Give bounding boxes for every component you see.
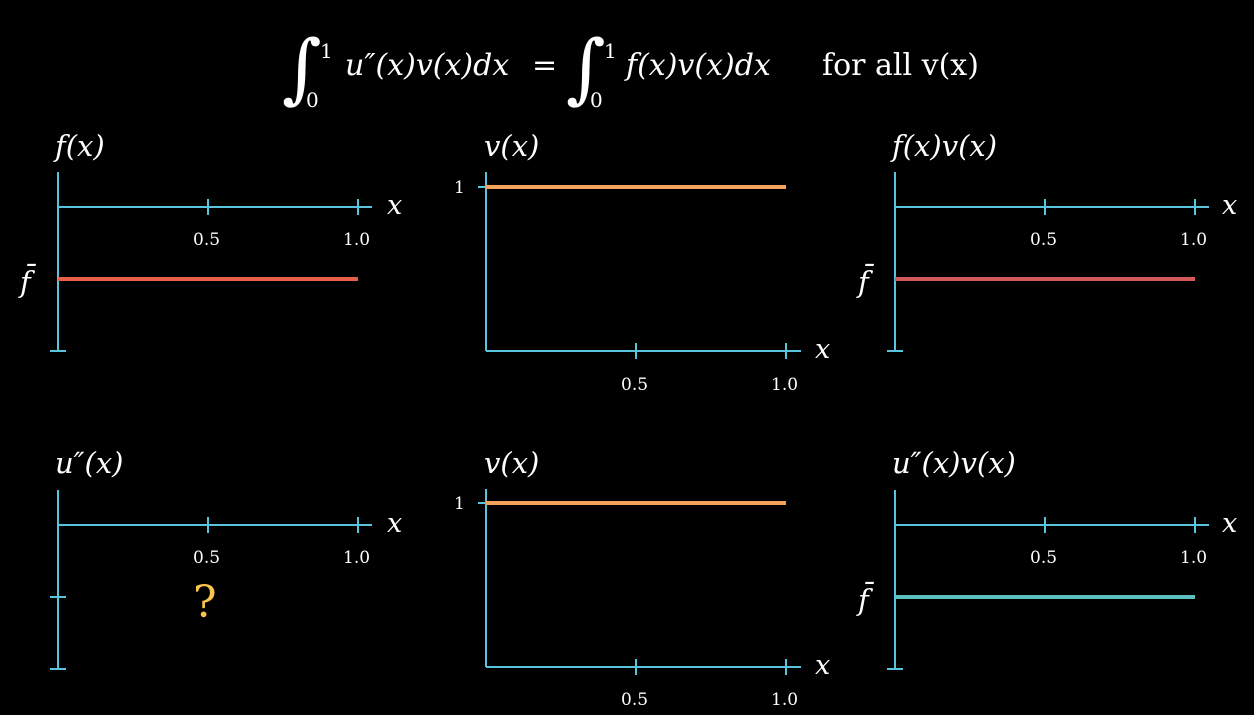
x-axis-label: x bbox=[387, 190, 402, 221]
x-axis-label: x bbox=[1222, 508, 1237, 539]
x-tick-label-0-5: 0.5 bbox=[193, 230, 220, 250]
lhs-lower-limit: 0 bbox=[306, 88, 319, 112]
x-axis-label: x bbox=[387, 508, 402, 539]
rhs-integrand: f(x)v(x)dx bbox=[624, 48, 771, 83]
unknown-question-mark: ? bbox=[193, 577, 217, 628]
quantifier-text: for all v(x) bbox=[822, 48, 979, 83]
x-tick-label-0-5: 0.5 bbox=[1030, 548, 1057, 568]
level-label-fbar: f̄ bbox=[856, 581, 874, 617]
x-tick-label-0-5: 0.5 bbox=[1030, 230, 1057, 250]
lhs-integral-sign: ∫ bbox=[282, 23, 322, 112]
panel-v-bottom: v(x) 1 x 0.5 1.0 bbox=[454, 446, 830, 710]
lhs-integrand: u″(x)v(x)dx bbox=[345, 48, 509, 83]
x-tick-label-0-5: 0.5 bbox=[621, 375, 648, 395]
panel-title: u″(x) bbox=[55, 446, 124, 480]
equation: ∫ 1 0 u″(x)v(x)dx = ∫ 1 0 f(x)v(x)dx for… bbox=[282, 23, 979, 112]
x-tick-label-1-0: 1.0 bbox=[343, 230, 370, 250]
panel-u2: u″(x) x 0.5 1.0 ? bbox=[50, 446, 402, 670]
panel-title: v(x) bbox=[484, 446, 539, 480]
panel-title: v(x) bbox=[484, 129, 539, 163]
x-tick-label-1-0: 1.0 bbox=[771, 690, 798, 710]
x-tick-label-1-0: 1.0 bbox=[771, 375, 798, 395]
panel-uv: u″(x)v(x) x 0.5 1.0 f̄ bbox=[856, 446, 1237, 670]
x-axis-label: x bbox=[1222, 190, 1237, 221]
rhs-integral-sign: ∫ bbox=[566, 23, 606, 112]
x-tick-label-1-0: 1.0 bbox=[1180, 230, 1207, 250]
level-label-fbar: f̄ bbox=[856, 263, 874, 299]
y-tick-label-1: 1 bbox=[454, 494, 465, 514]
x-axis-label: x bbox=[815, 650, 830, 681]
panel-f: f(x) x 0.5 1.0 f̄ bbox=[18, 129, 402, 352]
rhs-lower-limit: 0 bbox=[590, 88, 603, 112]
level-label-fbar: f̄ bbox=[18, 263, 36, 299]
x-axis-label: x bbox=[815, 334, 830, 365]
x-tick-label-1-0: 1.0 bbox=[1180, 548, 1207, 568]
y-tick-label-1: 1 bbox=[454, 178, 465, 198]
panel-title: u″(x)v(x) bbox=[892, 446, 1016, 480]
x-tick-label-1-0: 1.0 bbox=[343, 548, 370, 568]
x-tick-label-0-5: 0.5 bbox=[193, 548, 220, 568]
x-tick-label-0-5: 0.5 bbox=[621, 690, 648, 710]
panel-title: f(x) bbox=[53, 129, 105, 163]
panel-fv: f(x)v(x) x 0.5 1.0 f̄ bbox=[856, 129, 1237, 352]
panel-title: f(x)v(x) bbox=[890, 129, 997, 163]
lhs-upper-limit: 1 bbox=[320, 39, 333, 63]
panel-v-top: v(x) 1 x 0.5 1.0 bbox=[454, 129, 830, 395]
rhs-upper-limit: 1 bbox=[604, 39, 617, 63]
equals-sign: = bbox=[532, 48, 557, 83]
